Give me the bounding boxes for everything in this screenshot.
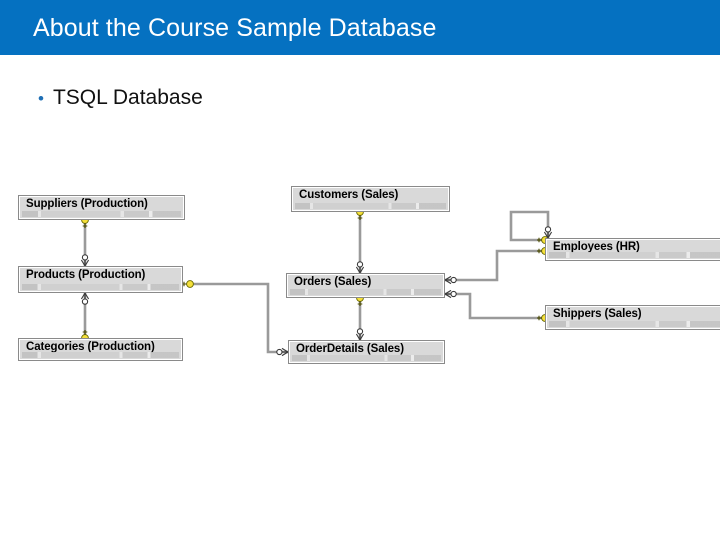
er-table-orders[interactable]: Orders (Sales): [286, 273, 445, 298]
er-table-grid-strip: [22, 284, 179, 290]
er-table-title: Shippers (Sales): [553, 308, 642, 320]
er-table-title: Orders (Sales): [294, 276, 372, 288]
er-table-categories[interactable]: Categories (Production): [18, 338, 183, 361]
er-table-grid-strip: [292, 355, 441, 361]
er-connector-layer: [80, 208, 553, 357]
bullet-list: • TSQL Database: [38, 84, 658, 112]
er-table-products[interactable]: Products (Production): [18, 266, 183, 293]
er-table-title: Products (Production): [26, 269, 146, 281]
list-item: • TSQL Database: [38, 84, 658, 112]
er-table-employees[interactable]: Employees (HR): [545, 238, 720, 261]
er-table-orderdetails[interactable]: OrderDetails (Sales): [288, 340, 445, 364]
er-table-customers[interactable]: Customers (Sales): [291, 186, 450, 212]
er-table-suppliers[interactable]: Suppliers (Production): [18, 195, 185, 220]
er-table-grid-strip: [290, 289, 441, 295]
er-table-grid-strip: [22, 211, 181, 217]
page-title: About the Course Sample Database: [33, 14, 437, 42]
er-table-title: Employees (HR): [553, 241, 640, 253]
bullet-item-label: TSQL Database: [52, 86, 203, 109]
er-table-grid-strip: [549, 252, 720, 258]
er-table-grid-strip: [22, 352, 179, 358]
er-diagram: Suppliers (Production) Products (Product…: [0, 170, 720, 385]
slide-header-bar: About the Course Sample Database: [0, 0, 720, 55]
er-table-grid-strip: [549, 321, 720, 327]
er-table-grid-strip: [295, 203, 446, 209]
er-table-title: OrderDetails (Sales): [296, 343, 404, 355]
er-table-title: Suppliers (Production): [26, 198, 148, 210]
er-table-title: Customers (Sales): [299, 189, 399, 201]
bullet-marker-icon: •: [38, 89, 44, 108]
er-table-title: Categories (Production): [26, 341, 155, 353]
er-table-shippers[interactable]: Shippers (Sales): [545, 305, 720, 330]
